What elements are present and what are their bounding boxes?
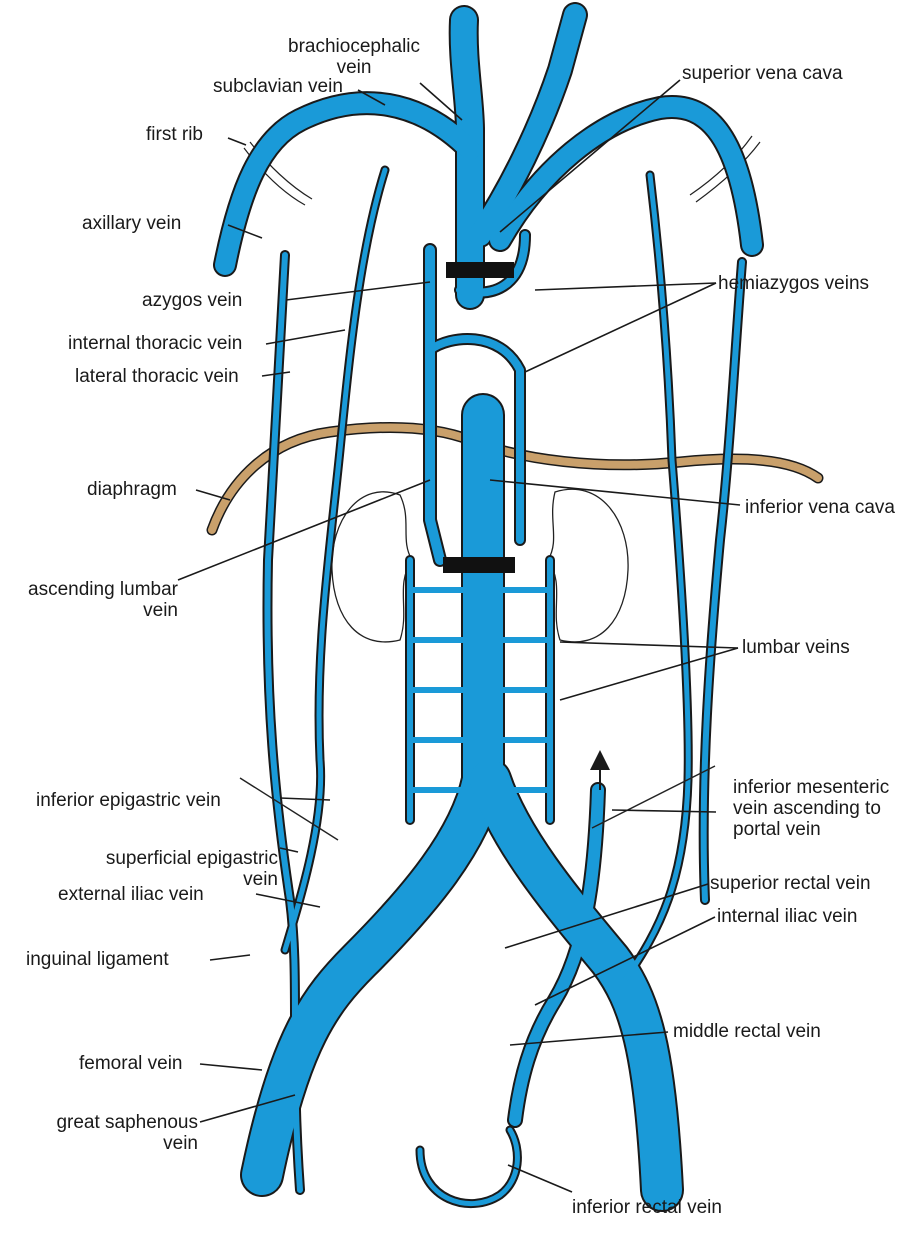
ivc-clamp [443,557,515,573]
label-first-rib: first rib [146,124,203,145]
label-inguinal-ligament: inguinal ligament [26,949,169,970]
label-subclavian-vein: subclavian vein [213,76,343,97]
label-internal-thoracic-vein: internal thoracic vein [68,333,242,354]
label-superior-rectal-vein: superior rectal vein [710,873,871,894]
label-external-iliac-vein: external iliac vein [58,884,204,905]
label-inferior-epigastric-vein: inferior epigastric vein [36,790,221,811]
label-inferior-vena-cava: inferior vena cava [745,497,895,518]
svc-clamp [446,262,514,278]
label-hemiazygos-veins: hemiazygos veins [718,273,869,294]
label-axillary-vein: axillary vein [82,213,181,234]
label-middle-rectal-vein: middle rectal vein [673,1021,821,1042]
label-superior-vena-cava: superior vena cava [682,63,843,84]
label-diaphragm: diaphragm [87,479,177,500]
label-inferior-rectal-vein: inferior rectal vein [572,1197,722,1218]
label-lumbar-veins: lumbar veins [742,637,850,658]
label-femoral-vein: femoral vein [79,1053,183,1074]
label-internal-iliac-vein: internal iliac vein [717,906,857,927]
label-lateral-thoracic-vein: lateral thoracic vein [75,366,239,387]
label-azygos-vein: azygos vein [142,290,242,311]
